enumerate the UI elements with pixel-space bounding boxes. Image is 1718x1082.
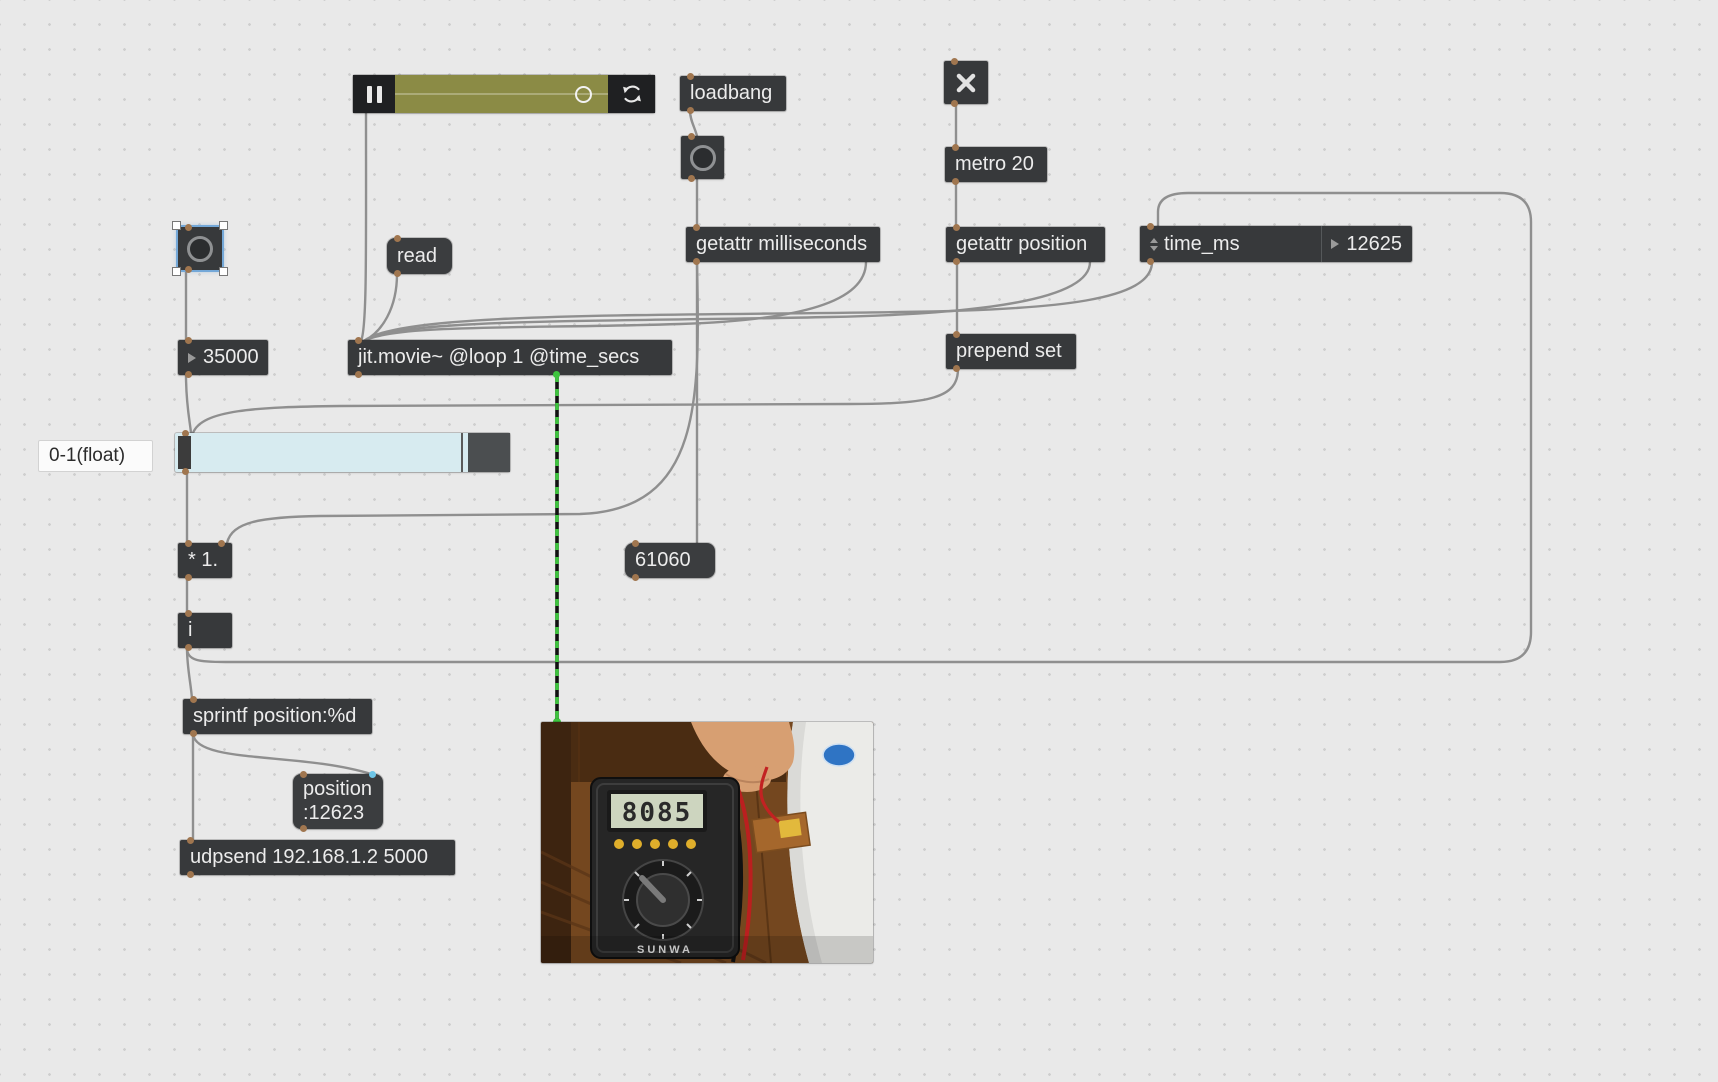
appliance-logo bbox=[823, 744, 855, 766]
loadbang-object[interactable]: loadbang bbox=[680, 73, 786, 114]
getattr-position-object[interactable]: getattr position bbox=[946, 224, 1105, 265]
loop-sync-button[interactable] bbox=[608, 75, 655, 113]
getattr-milliseconds-object[interactable]: getattr milliseconds bbox=[686, 224, 880, 265]
playbar-groove bbox=[395, 93, 608, 95]
prepend-set-label: prepend set bbox=[956, 340, 1062, 362]
lcd-screen bbox=[611, 794, 703, 828]
pause-icon bbox=[366, 85, 372, 103]
selection-handle[interactable] bbox=[172, 267, 181, 276]
number-box-61060[interactable]: 61060 bbox=[625, 540, 715, 581]
attrui-updown-arrows-icon[interactable] bbox=[1150, 237, 1158, 251]
slider-end-block bbox=[468, 433, 510, 472]
multiply-object[interactable]: * 1. bbox=[178, 540, 232, 581]
position-message[interactable]: position :12623 bbox=[293, 771, 383, 832]
selection-handle[interactable] bbox=[219, 221, 228, 230]
copper-test-piece bbox=[751, 811, 811, 854]
jit-movie-object[interactable]: jit.movie~ @loop 1 @time_secs bbox=[348, 337, 672, 378]
metro-label: metro 20 bbox=[955, 153, 1034, 175]
selection-handle[interactable] bbox=[219, 267, 228, 276]
slider-knob[interactable] bbox=[178, 436, 191, 469]
red-lead bbox=[735, 785, 753, 961]
lcd-digits: 8085 bbox=[622, 798, 693, 828]
pause-button[interactable] bbox=[353, 75, 395, 113]
bang-circle-icon bbox=[187, 235, 213, 262]
multimeter: 8085 SUNWA bbox=[590, 777, 740, 959]
bang-circle-icon bbox=[689, 144, 716, 171]
number-triangle-icon bbox=[1331, 239, 1340, 249]
hand bbox=[691, 722, 795, 781]
bang-button-selected[interactable] bbox=[172, 221, 228, 276]
message-right-inlet[interactable] bbox=[369, 771, 376, 778]
number-milliseconds-value[interactable]: 61060 bbox=[635, 549, 691, 571]
comment-0-1-float: 0-1(float) bbox=[38, 440, 153, 472]
playbar[interactable] bbox=[353, 75, 655, 113]
udpsend-object[interactable]: udpsend 192.168.1.2 5000 bbox=[180, 837, 455, 878]
attrui-value[interactable]: 12625 bbox=[1346, 232, 1402, 255]
getattr-milliseconds-label: getattr milliseconds bbox=[696, 233, 868, 255]
jit-matrix-outlet[interactable] bbox=[553, 371, 560, 378]
slider-value-line bbox=[461, 433, 463, 472]
position-message-line2: :12623 bbox=[303, 801, 365, 824]
read-message[interactable]: read bbox=[387, 235, 452, 277]
jit-movie-label: jit.movie~ @loop 1 @time_secs bbox=[358, 346, 640, 368]
attrui-label: time_ms bbox=[1164, 232, 1240, 255]
read-label: read bbox=[397, 244, 438, 267]
video-frame-multimeter-photo: 8085 SUNWA bbox=[541, 722, 873, 963]
udpsend-label: udpsend 192.168.1.2 5000 bbox=[190, 846, 428, 868]
multimeter-brand: SUNWA bbox=[637, 944, 693, 956]
number-triangle-icon bbox=[188, 352, 196, 363]
attrui-time-ms[interactable]: time_ms 12625 bbox=[1140, 223, 1412, 265]
comment-label: 0-1(float) bbox=[49, 445, 126, 466]
number-value[interactable]: 35000 bbox=[203, 346, 259, 368]
red-probe-wire bbox=[759, 766, 781, 824]
position-message-line1: position bbox=[303, 777, 372, 800]
dial-pointer bbox=[639, 875, 666, 903]
jit-pwindow-video[interactable]: 8085 SUNWA bbox=[541, 722, 873, 963]
x-icon bbox=[956, 73, 976, 92]
prepend-set-object[interactable]: prepend set bbox=[946, 331, 1076, 372]
int-object[interactable]: i bbox=[178, 610, 232, 651]
multiply-label: * 1. bbox=[188, 549, 219, 571]
white-appliance bbox=[787, 722, 873, 963]
number-box-35000[interactable]: 35000 bbox=[178, 337, 268, 378]
metro-object[interactable]: metro 20 bbox=[945, 144, 1047, 185]
selection-handle[interactable] bbox=[172, 221, 181, 230]
playbar-track[interactable] bbox=[395, 75, 608, 113]
hslider[interactable] bbox=[175, 430, 510, 475]
pause-icon bbox=[376, 85, 382, 103]
sprintf-label: sprintf position:%d bbox=[193, 705, 357, 727]
playbar-position-handle[interactable] bbox=[575, 85, 592, 103]
loadbang-label: loadbang bbox=[690, 82, 773, 104]
sync-loop-icon bbox=[622, 85, 641, 103]
getattr-position-label: getattr position bbox=[956, 233, 1088, 255]
attrui-divider bbox=[1321, 226, 1323, 262]
bang-button[interactable] bbox=[681, 133, 724, 182]
toggle-object[interactable] bbox=[944, 58, 988, 107]
int-label: i bbox=[188, 619, 193, 641]
yellow-buttons bbox=[614, 839, 696, 849]
multiply-right-inlet[interactable] bbox=[218, 540, 225, 547]
sprintf-object[interactable]: sprintf position:%d bbox=[183, 696, 372, 737]
